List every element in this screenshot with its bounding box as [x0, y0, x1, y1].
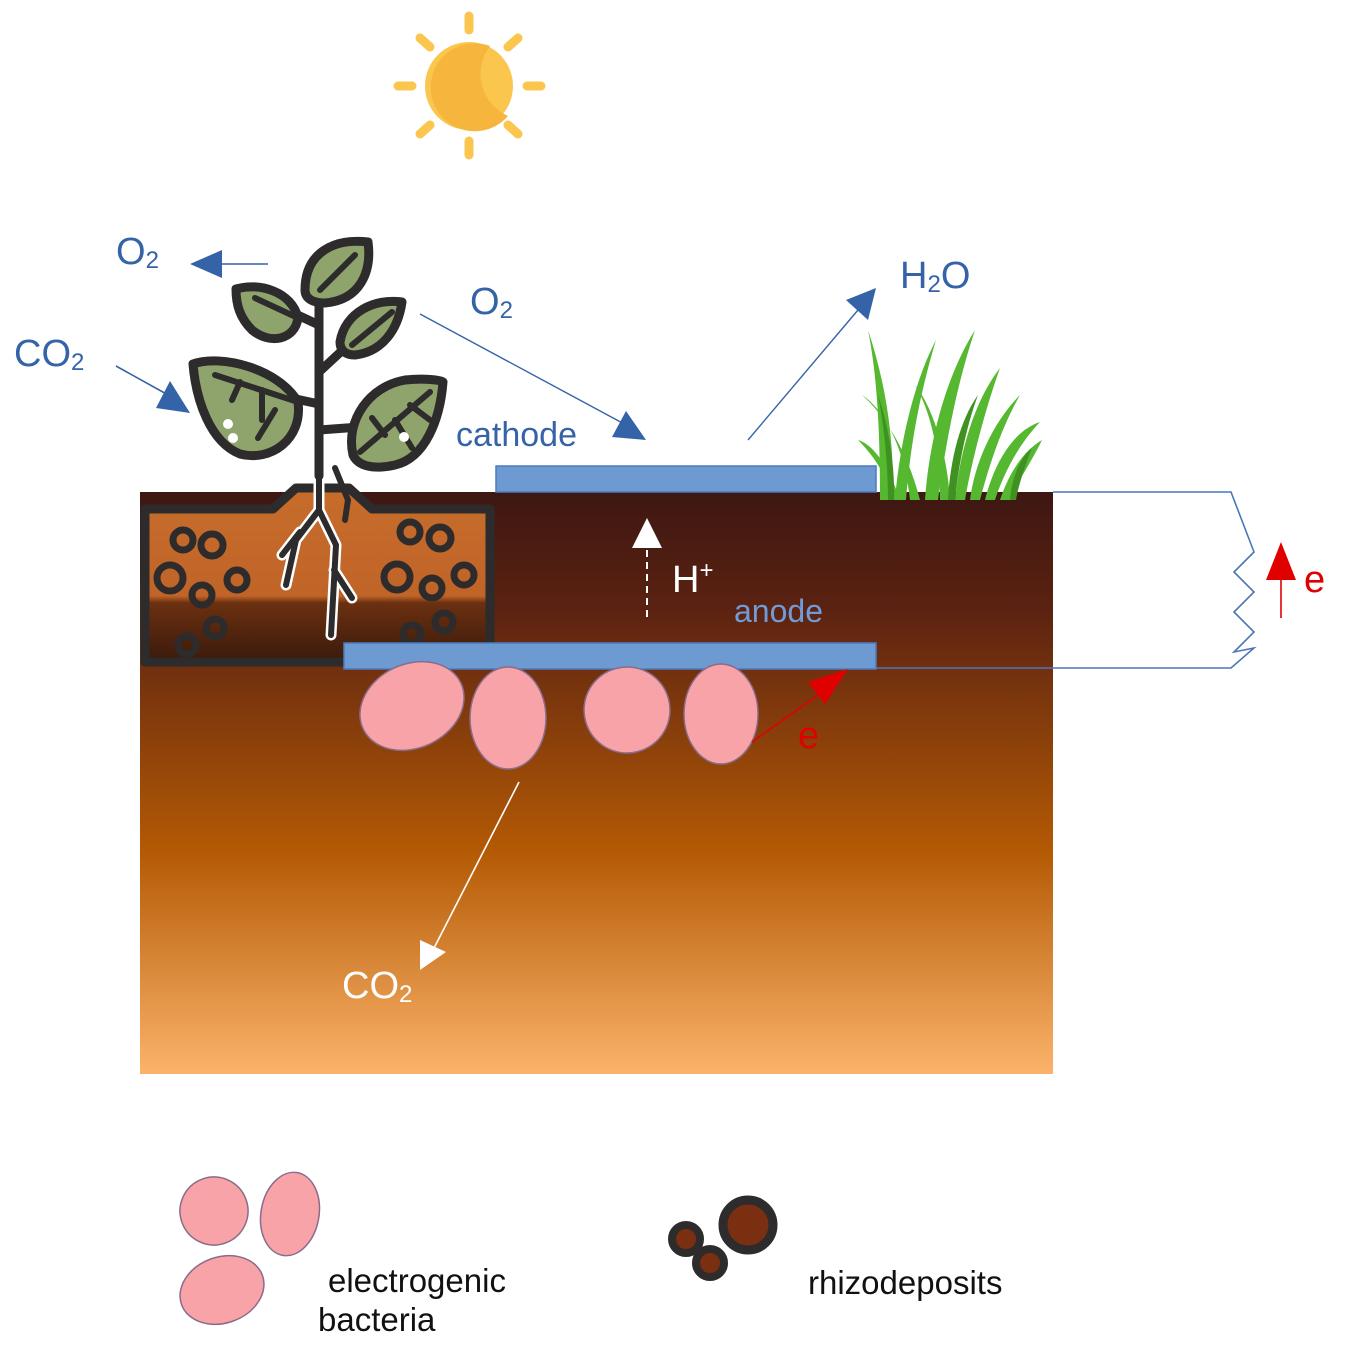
o2-left-label: O2 — [116, 231, 159, 274]
electron-anode-arrow — [751, 669, 848, 743]
co2-bottom-arrow — [420, 781, 520, 970]
cathode-electrode — [495, 465, 877, 493]
anode-label: anode — [734, 593, 823, 629]
cathode-label: cathode — [456, 416, 577, 454]
legend-bacteria-label-line2: bacteria — [318, 1301, 436, 1338]
rhizodeposit-icon — [668, 1195, 778, 1281]
proton-arrow — [632, 518, 662, 617]
legend-rhizodeposits-label: rhizodeposits — [808, 1264, 1002, 1301]
co2-bottom-label: CO2 — [342, 965, 412, 1008]
proton-label: H+ — [672, 557, 713, 601]
co2-uptake-arrow — [115, 365, 190, 413]
o2-to-cathode-arrow — [419, 313, 646, 440]
anode-bacteria — [359, 660, 759, 770]
grass-icon — [858, 330, 1042, 500]
h2o-release-arrow — [747, 288, 876, 441]
legend-bacteria-label-line1: electrogenic — [328, 1262, 506, 1299]
electron-circuit-arrow — [1266, 542, 1296, 618]
o2-mid-label: O2 — [470, 281, 513, 324]
electron-circuit-label: e — [1304, 559, 1325, 601]
co2-left-label: CO2 — [14, 333, 84, 376]
o2-release-arrow — [190, 250, 268, 278]
legend-bacteria-icon — [179, 1171, 321, 1326]
sun-icon — [393, 11, 546, 160]
h2o-label: H2O — [900, 255, 970, 298]
external-circuit-wire — [876, 491, 1257, 669]
electron-anode-label: e — [798, 715, 819, 757]
plant-root-zone — [140, 464, 495, 667]
plant-icon — [188, 236, 448, 481]
